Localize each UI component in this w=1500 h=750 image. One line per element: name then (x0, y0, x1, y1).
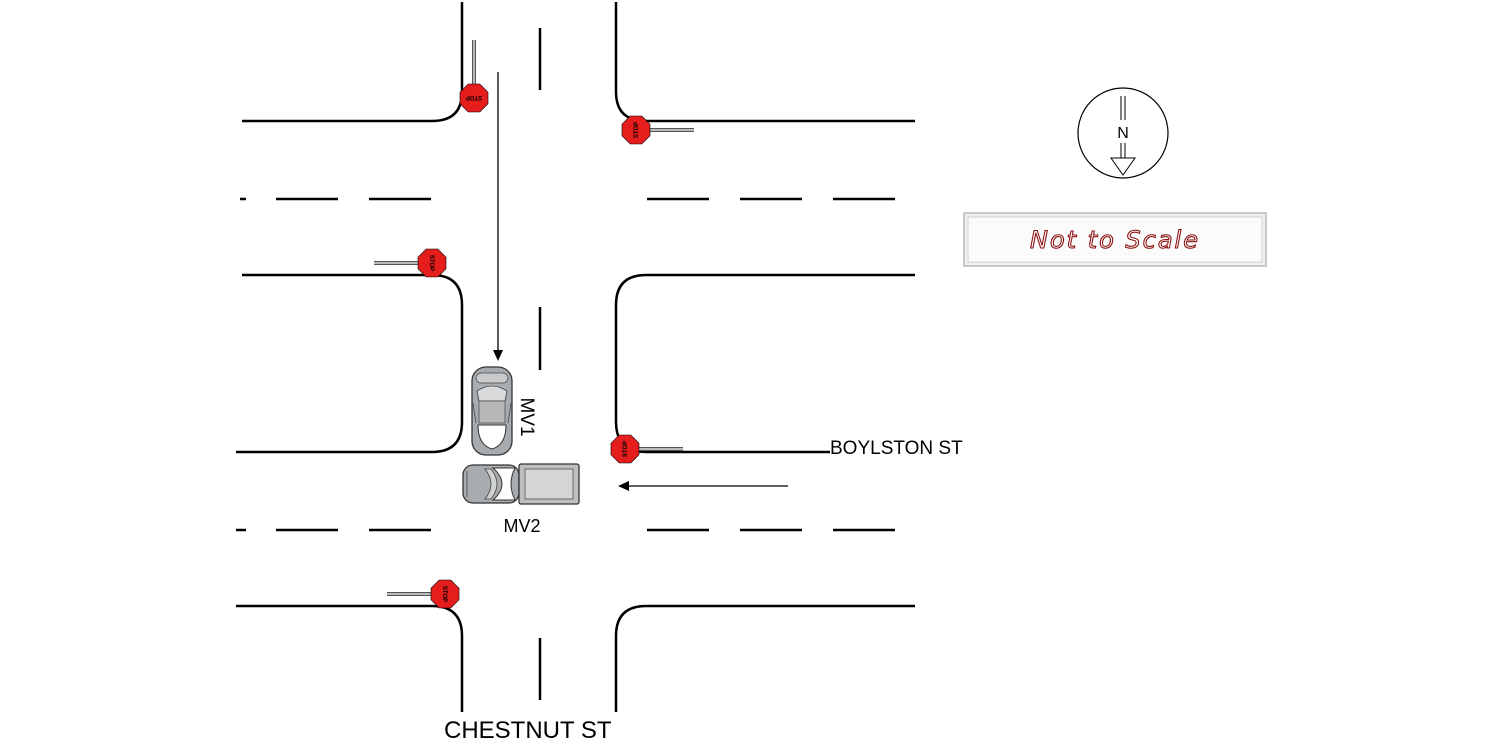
mv1-car-icon (471, 366, 513, 456)
stop-sign-icon: STOP (387, 579, 460, 609)
north-compass-circle (1077, 87, 1169, 179)
road-edge-bottom-sw (236, 604, 464, 712)
mv2-pickup-icon (462, 463, 580, 505)
road-edges (236, 2, 915, 712)
road-edge-mid-west (236, 273, 464, 454)
road-edge-mid-east (614, 273, 915, 454)
mv1-label: MV1 (516, 397, 537, 436)
scale-note: Not to Scale (963, 212, 1267, 267)
mv2-label: MV2 (503, 516, 540, 536)
stop-sign-text: STOP (466, 94, 482, 100)
mv1-path-arrow (493, 72, 503, 361)
boylston-st-label: BOYLSTON ST (830, 438, 963, 459)
travel-arrows (493, 72, 788, 491)
mv2-path-arrow (618, 481, 788, 491)
stop-sign-text: STOP (428, 255, 434, 271)
stop-sign-text: STOP (634, 122, 640, 138)
center-lines (236, 28, 895, 700)
stop-sign-text: STOP (623, 441, 629, 457)
not-to-scale-text: Not to Scale (1030, 226, 1200, 254)
chestnut-st-label: CHESTNUT ST (444, 717, 612, 744)
stop-sign-icon: STOP (621, 115, 694, 145)
stop-signs: STOP STOP STOP STOP STOP (374, 40, 694, 609)
stop-sign-icon: STOP (374, 248, 447, 278)
road-edge-top-ne (614, 2, 915, 123)
stop-sign-text: STOP (441, 586, 447, 602)
north-arrow-icon (1110, 157, 1136, 176)
stop-sign-icon: STOP (610, 434, 683, 464)
road-edge-bottom-se (614, 604, 915, 712)
stop-sign-icon: STOP (459, 40, 489, 113)
north-label: N (1117, 125, 1129, 142)
road-edge-top-nw (242, 2, 464, 123)
north-arrow: N (1077, 87, 1169, 179)
